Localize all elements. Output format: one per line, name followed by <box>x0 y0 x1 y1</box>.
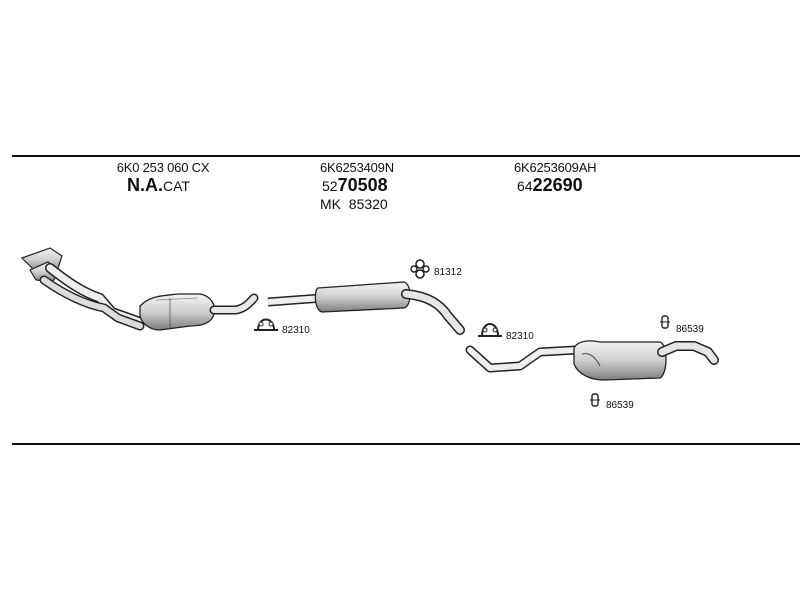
group-2-code-bold: 70508 <box>337 175 388 195</box>
rear-silencer <box>465 340 719 381</box>
group-1-code-bold: N.A. <box>127 175 163 195</box>
group-3-code-bold: 22690 <box>532 175 583 195</box>
front-pipe-manifold <box>20 247 145 331</box>
group-3-code-prefix: 64 <box>517 178 533 194</box>
group-1-code-suffix: CAT <box>163 178 190 194</box>
hanger-1-label: 81312 <box>434 267 462 278</box>
middle-silencer <box>267 281 465 335</box>
clamp-2-label: 82310 <box>506 331 534 342</box>
bottom-divider <box>12 443 800 445</box>
mount-bottom-label: 86539 <box>606 400 634 411</box>
group-3-code: 6422690 <box>514 175 624 196</box>
group-2-header: 6K6253409N 5270508 MK 85320 <box>318 160 418 212</box>
clamp-1-label: 82310 <box>282 325 310 336</box>
mount-bottom-icon <box>590 393 600 407</box>
mount-top-icon <box>660 315 670 329</box>
clamp-2-icon <box>478 323 502 337</box>
group-1-code: N.A.CAT <box>103 175 223 196</box>
clamp-1-icon <box>254 318 278 331</box>
group-3-header: 6K6253609AH 6422690 <box>514 160 624 196</box>
group-2-code-prefix: 52 <box>322 178 338 194</box>
group-1-part-number: 6K0 253 060 CX <box>116 160 210 175</box>
group-2-part-number: 6K6253409N <box>320 160 394 175</box>
group-2-code: 5270508 <box>318 175 418 196</box>
group-1-header: 6K0 253 060 CX N.A.CAT <box>103 160 223 196</box>
top-divider <box>12 155 800 157</box>
group-2-extra: MK 85320 <box>320 196 388 212</box>
hanger-1-icon <box>410 259 430 279</box>
mount-top-label: 86539 <box>676 324 704 335</box>
group-3-part-number: 6K6253609AH <box>514 160 597 175</box>
catalytic-converter <box>139 293 259 331</box>
